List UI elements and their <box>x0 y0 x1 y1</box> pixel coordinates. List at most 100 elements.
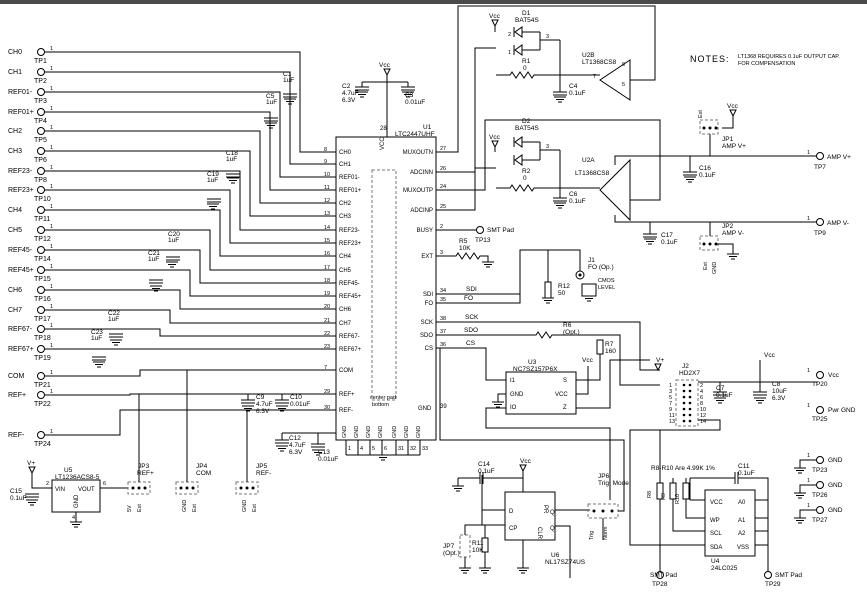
u1-pin-num: 17 <box>324 265 330 271</box>
u1-pin-num: 21 <box>324 318 330 324</box>
u1-pin-num: 16 <box>324 251 330 257</box>
u1-pin-ref45+: REF45+ <box>339 294 362 300</box>
tp25-pin: 1 <box>807 403 810 409</box>
u3-pin-i1: I1 <box>510 378 516 384</box>
jp6-label: Trig. Mode <box>598 480 629 487</box>
testpoint-pin: 1 <box>50 165 53 171</box>
u1-pin-ext: EXT <box>421 254 433 260</box>
testpoint-tp10[interactable] <box>37 186 45 194</box>
u1-gnd-label: GND <box>342 426 348 438</box>
net-sdi: SDI <box>466 286 477 293</box>
u1-pin-num: 20 <box>324 304 330 310</box>
tp9-circle <box>816 218 824 226</box>
testpoint-label: TP24 <box>34 441 51 448</box>
testpoint-tp17[interactable] <box>37 306 45 314</box>
digital-io: SMT Pad TP13 R5 10K J1 FO (Op.) CMOS LEV… <box>436 226 660 500</box>
testpoint-label: TP18 <box>34 335 51 342</box>
u3-pin-vcc: VCC <box>555 392 568 398</box>
tp13-circle <box>476 226 484 234</box>
tp25-label: Pwr GND <box>828 407 856 414</box>
u1-body <box>335 136 437 441</box>
testpoint-tp5[interactable] <box>37 127 45 135</box>
tp27-label: GND <box>828 507 843 514</box>
u5-pin4: 4 <box>72 515 75 521</box>
c20-ref: C20 <box>168 231 180 238</box>
r2-ref: R2 <box>522 168 531 175</box>
jp3-ref: JP3 <box>138 463 150 470</box>
c4-ref: C4 <box>569 83 578 90</box>
testpoint-tp11[interactable] <box>37 206 45 214</box>
notes-line1: LT1368 REQUIRES 0.1uF OUTPUT CAP. <box>738 54 840 60</box>
testpoint-pin: 1 <box>50 86 53 92</box>
testpoint-tp22[interactable] <box>37 391 45 399</box>
jp7-ref: JP7 <box>443 543 455 550</box>
j2-pin-num: 12 <box>700 413 706 419</box>
testpoint-pin: 1 <box>50 284 53 290</box>
u1-pin-num: 29 <box>324 389 330 395</box>
testpoint-tp21[interactable] <box>37 372 45 380</box>
j2-pin-num: 10 <box>700 407 706 413</box>
testpoint-tp18[interactable] <box>37 325 45 333</box>
svg-text:5: 5 <box>622 82 625 88</box>
testpoint-net-ref-: REF- <box>8 432 25 439</box>
testpoint-pin: 1 <box>50 184 53 190</box>
u1-pin-ref23+: REF23+ <box>339 241 362 247</box>
c14-ref: C14 <box>478 461 490 468</box>
window-top-border <box>0 0 867 4</box>
testpoint-tp8[interactable] <box>37 167 45 175</box>
testpoint-label: TP11 <box>34 216 50 223</box>
u1-gnd-num: 31 <box>398 446 404 452</box>
c20-val: 1uF <box>168 237 179 244</box>
u1-pin-ref01-: REF01- <box>339 175 360 181</box>
tp9-label: TP9 <box>814 230 826 237</box>
u1-gnd-num: 6 <box>384 446 387 452</box>
j2-pin-num: 8 <box>700 401 703 407</box>
testpoint-pin: 1 <box>50 224 53 230</box>
r5-val: 10K <box>459 245 471 252</box>
testpoint-tp2[interactable] <box>37 68 45 76</box>
testpoint-tp3[interactable] <box>37 88 45 96</box>
testpoint-tp4[interactable] <box>37 108 45 116</box>
u1-chip: center pad bottom U1 LTC2447UHF VCC 28 G… <box>335 104 447 441</box>
jp2-gnd: GND <box>712 262 718 274</box>
testpoint-tp6[interactable] <box>37 147 45 155</box>
testpoint-label: TP10 <box>34 196 51 203</box>
u1-left-pins: CH08CH19REF01-10REF01+11CH212CH313REF23-… <box>316 147 362 414</box>
u3-pin-s: S <box>563 378 567 384</box>
u4-pin-scl: SCL <box>710 531 722 537</box>
u1-pin-ref45-: REF45- <box>339 281 360 287</box>
u4-part: 24LC025 <box>711 565 738 572</box>
u1-pin-num: 26 <box>440 166 446 172</box>
c18-val: 1uF <box>226 156 237 163</box>
testpoint-tp15[interactable] <box>37 266 45 274</box>
u2b-ref: U2B <box>582 52 595 59</box>
u1-pin-sdo: SDO <box>420 333 433 339</box>
testpoint-tp16[interactable] <box>37 286 45 294</box>
testpoint-tp24[interactable] <box>37 431 45 439</box>
u1-pin-num: 27 <box>440 146 446 152</box>
jp2-box <box>699 235 719 251</box>
testpoint-tp14[interactable] <box>37 246 45 254</box>
vcc-j2: Vcc <box>764 352 776 359</box>
c7-ref: C7 <box>716 385 725 392</box>
testpoint-tp19[interactable] <box>37 345 45 353</box>
c5-val: 1uF <box>266 99 277 106</box>
c8-v: 6.3V <box>772 395 786 402</box>
r11-ref: R11 <box>472 540 484 547</box>
jp6-opt2: Norm <box>603 526 609 540</box>
j2-pin-num: 3 <box>669 389 672 395</box>
testpoint-label: TP12 <box>34 236 51 243</box>
u1-gnd-label: GND <box>392 426 398 438</box>
testpoint-net-ref45-: REF45- <box>8 247 33 254</box>
j2-pin-num: 9 <box>669 407 672 413</box>
tp23-pin: 1 <box>807 453 810 459</box>
jp5-opt2: Ext <box>252 504 258 512</box>
testpoint-tp1[interactable] <box>37 48 45 56</box>
r11-val: 10K <box>472 547 484 554</box>
testpoint-net-ch5: CH5 <box>8 227 22 234</box>
c5-ref: C5 <box>266 93 275 100</box>
c14-val: 0.1uF <box>478 468 495 475</box>
testpoint-tp12[interactable] <box>37 226 45 234</box>
